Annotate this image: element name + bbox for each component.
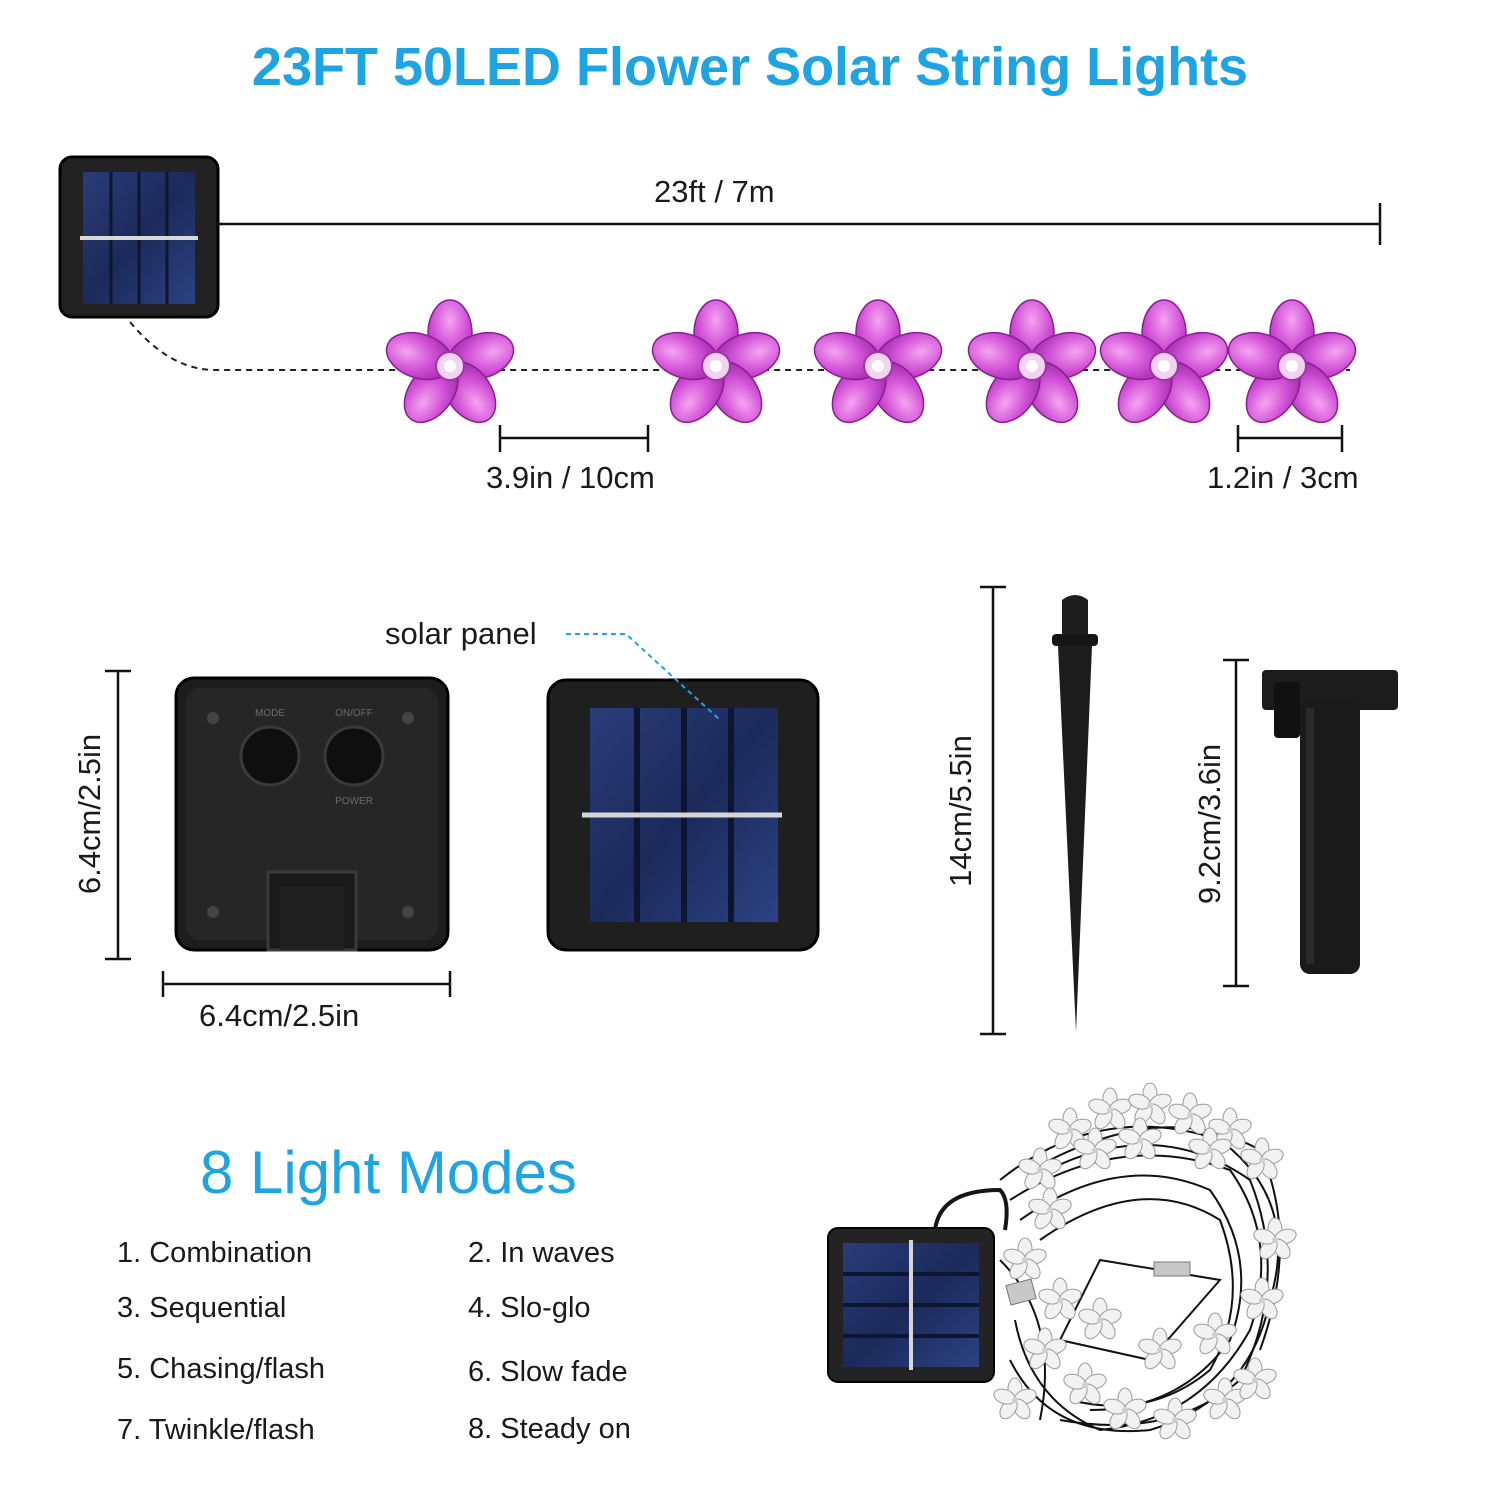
light-modes-title: 8 Light Modes bbox=[200, 1139, 577, 1206]
box-height-dimension-line bbox=[105, 669, 131, 961]
panel-holder bbox=[1223, 658, 1398, 988]
solar-panel-callout-line bbox=[566, 633, 721, 721]
flower-light-4 bbox=[961, 299, 1103, 434]
holder-length-label: 9.2cm/3.6in bbox=[1192, 743, 1227, 905]
mode-item: 1. Combination bbox=[117, 1237, 313, 1269]
dashed-cable bbox=[129, 321, 1350, 371]
solar-panel-callout: solar panel bbox=[385, 616, 537, 651]
flower-light-6 bbox=[1221, 299, 1363, 434]
spacing-dimension-line bbox=[498, 425, 650, 452]
length-dimension-line bbox=[218, 203, 1382, 245]
onoff-button-label: ON/OFF bbox=[335, 708, 373, 719]
box-width-dimension-line bbox=[161, 971, 452, 997]
flower-row bbox=[379, 299, 1363, 434]
box-width-label: 6.4cm/2.5in bbox=[199, 998, 360, 1033]
mode-item: 3. Sequential bbox=[117, 1292, 287, 1324]
flower-light-2 bbox=[645, 299, 787, 434]
mode-item: 5. Chasing/flash bbox=[117, 1353, 325, 1385]
bundled-string-lights bbox=[827, 1082, 1299, 1443]
flower-light-5 bbox=[1093, 299, 1235, 434]
mode-item: 8. Steady on bbox=[468, 1413, 631, 1445]
small-solar-panel bbox=[58, 155, 220, 319]
ground-stake bbox=[980, 585, 1098, 1036]
power-label: POWER bbox=[335, 796, 373, 807]
flower-size-label: 1.2in / 3cm bbox=[1207, 460, 1359, 495]
mode-button-label: MODE bbox=[255, 708, 285, 719]
page-title: 23FT 50LED Flower Solar String Lights bbox=[251, 37, 1249, 97]
spacing-label: 3.9in / 10cm bbox=[486, 460, 655, 495]
solar-panel-front bbox=[546, 678, 820, 952]
mode-item: 6. Slow fade bbox=[468, 1356, 628, 1388]
box-height-label: 6.4cm/2.5in bbox=[72, 733, 107, 895]
flower-light-3 bbox=[807, 299, 949, 434]
total-length-label: 23ft / 7m bbox=[654, 174, 775, 209]
battery-box-back bbox=[174, 676, 450, 952]
flower-size-dimension-line bbox=[1236, 425, 1344, 452]
flower-light-1 bbox=[379, 299, 521, 434]
mode-item: 2. In waves bbox=[468, 1237, 615, 1269]
mode-item: 4. Slo-glo bbox=[468, 1292, 591, 1324]
stake-length-label: 14cm/5.5in bbox=[943, 735, 978, 887]
mode-item: 7. Twinkle/flash bbox=[117, 1414, 315, 1446]
